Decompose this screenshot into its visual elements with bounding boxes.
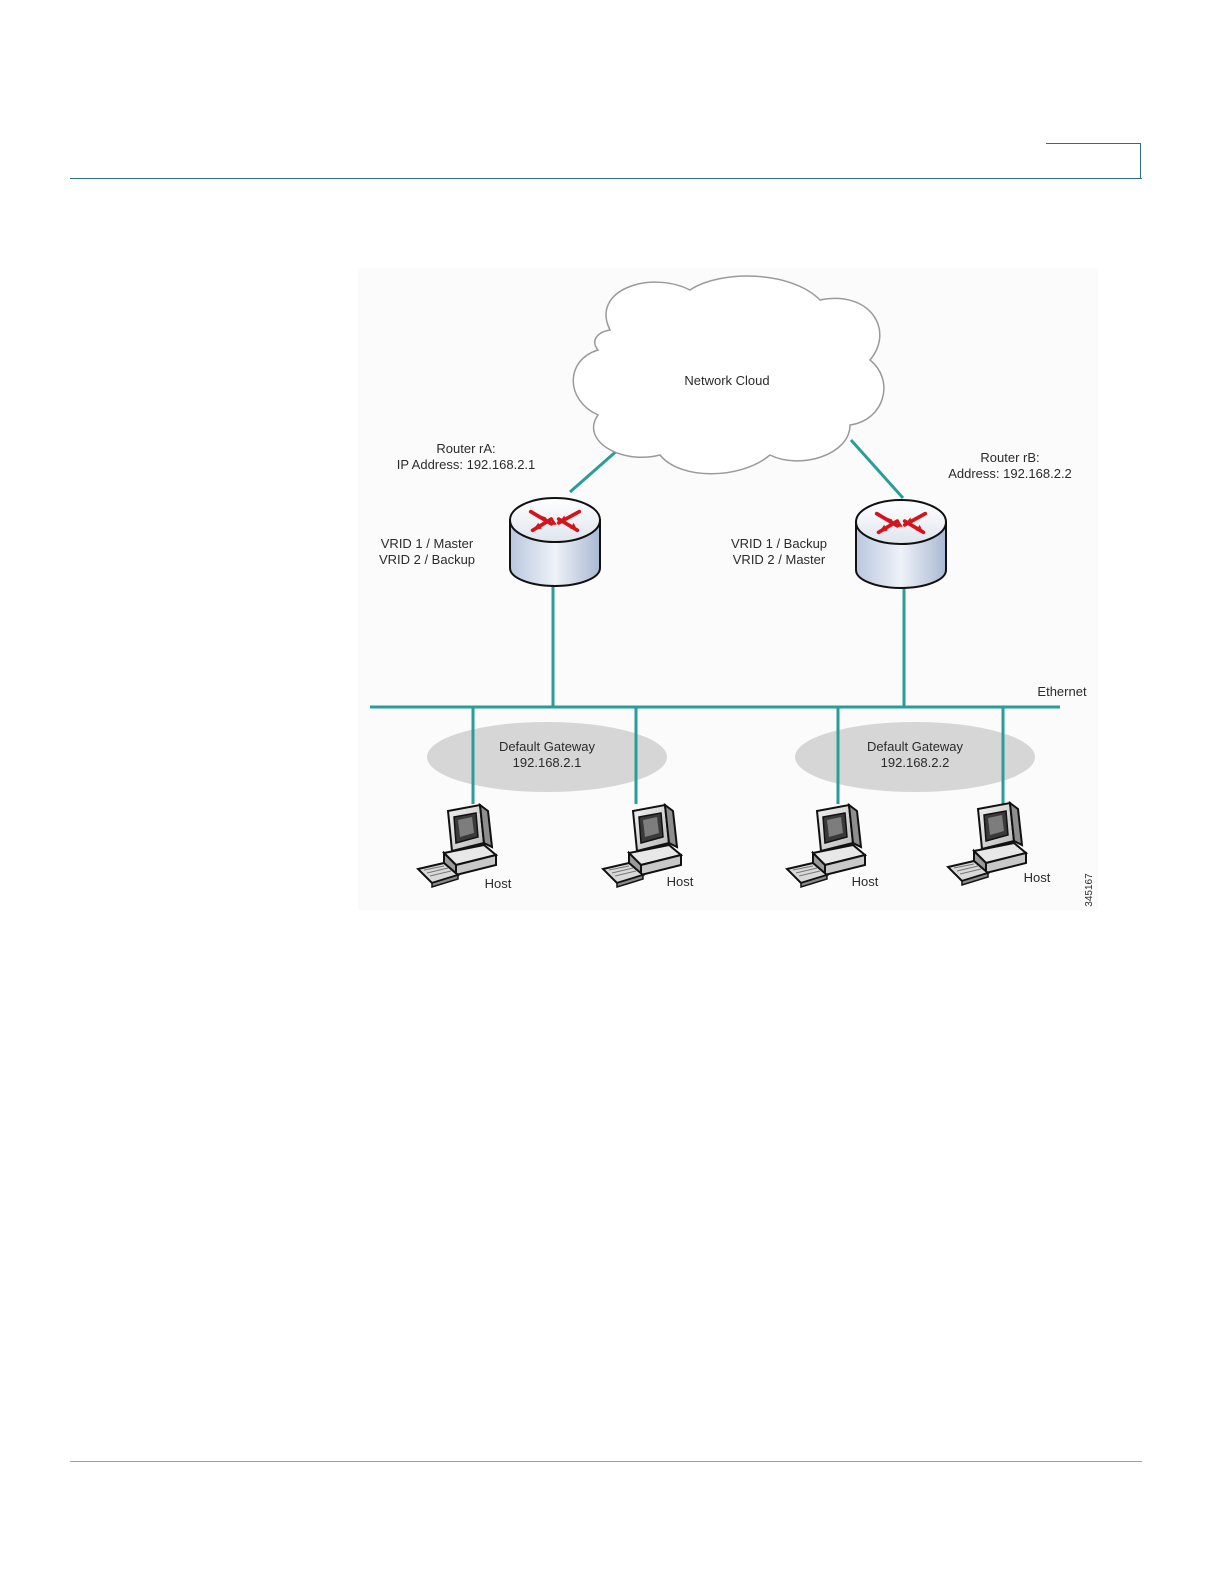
host-4-label: Host bbox=[1024, 870, 1051, 885]
host-2-label: Host bbox=[667, 874, 694, 889]
vrrp-network-figure: Network Cloud Router rA: IP Address: 192… bbox=[358, 268, 1098, 910]
gateway-left-ip: 192.168.2.1 bbox=[513, 755, 582, 770]
router-a-vrid-1: VRID 1 / Master bbox=[381, 536, 474, 551]
gateway-right-title: Default Gateway bbox=[867, 739, 964, 754]
router-a-name: Router rA: bbox=[436, 441, 495, 456]
router-a-address: IP Address: 192.168.2.1 bbox=[397, 457, 536, 472]
router-b-name: Router rB: bbox=[980, 450, 1039, 465]
header-rule bbox=[70, 178, 1142, 179]
gateway-left-title: Default Gateway bbox=[499, 739, 596, 754]
router-a-icon bbox=[510, 498, 600, 586]
router-b-icon bbox=[856, 500, 946, 588]
footer-rule bbox=[70, 1461, 1142, 1462]
router-a-vrid-2: VRID 2 / Backup bbox=[379, 552, 475, 567]
router-b-vrid-1: VRID 1 / Backup bbox=[731, 536, 827, 551]
router-b-address: Address: 192.168.2.2 bbox=[948, 466, 1072, 481]
ethernet-label: Ethernet bbox=[1037, 684, 1087, 699]
cloud-label: Network Cloud bbox=[684, 373, 769, 388]
network-diagram: Network Cloud Router rA: IP Address: 192… bbox=[358, 268, 1098, 910]
gateway-right-ip: 192.168.2.2 bbox=[881, 755, 950, 770]
figure-id: 345167 bbox=[1084, 873, 1095, 907]
router-b-vrid-2: VRID 2 / Master bbox=[733, 552, 826, 567]
host-3-label: Host bbox=[852, 874, 879, 889]
host-1-label: Host bbox=[485, 876, 512, 891]
header-tab bbox=[1046, 143, 1141, 178]
